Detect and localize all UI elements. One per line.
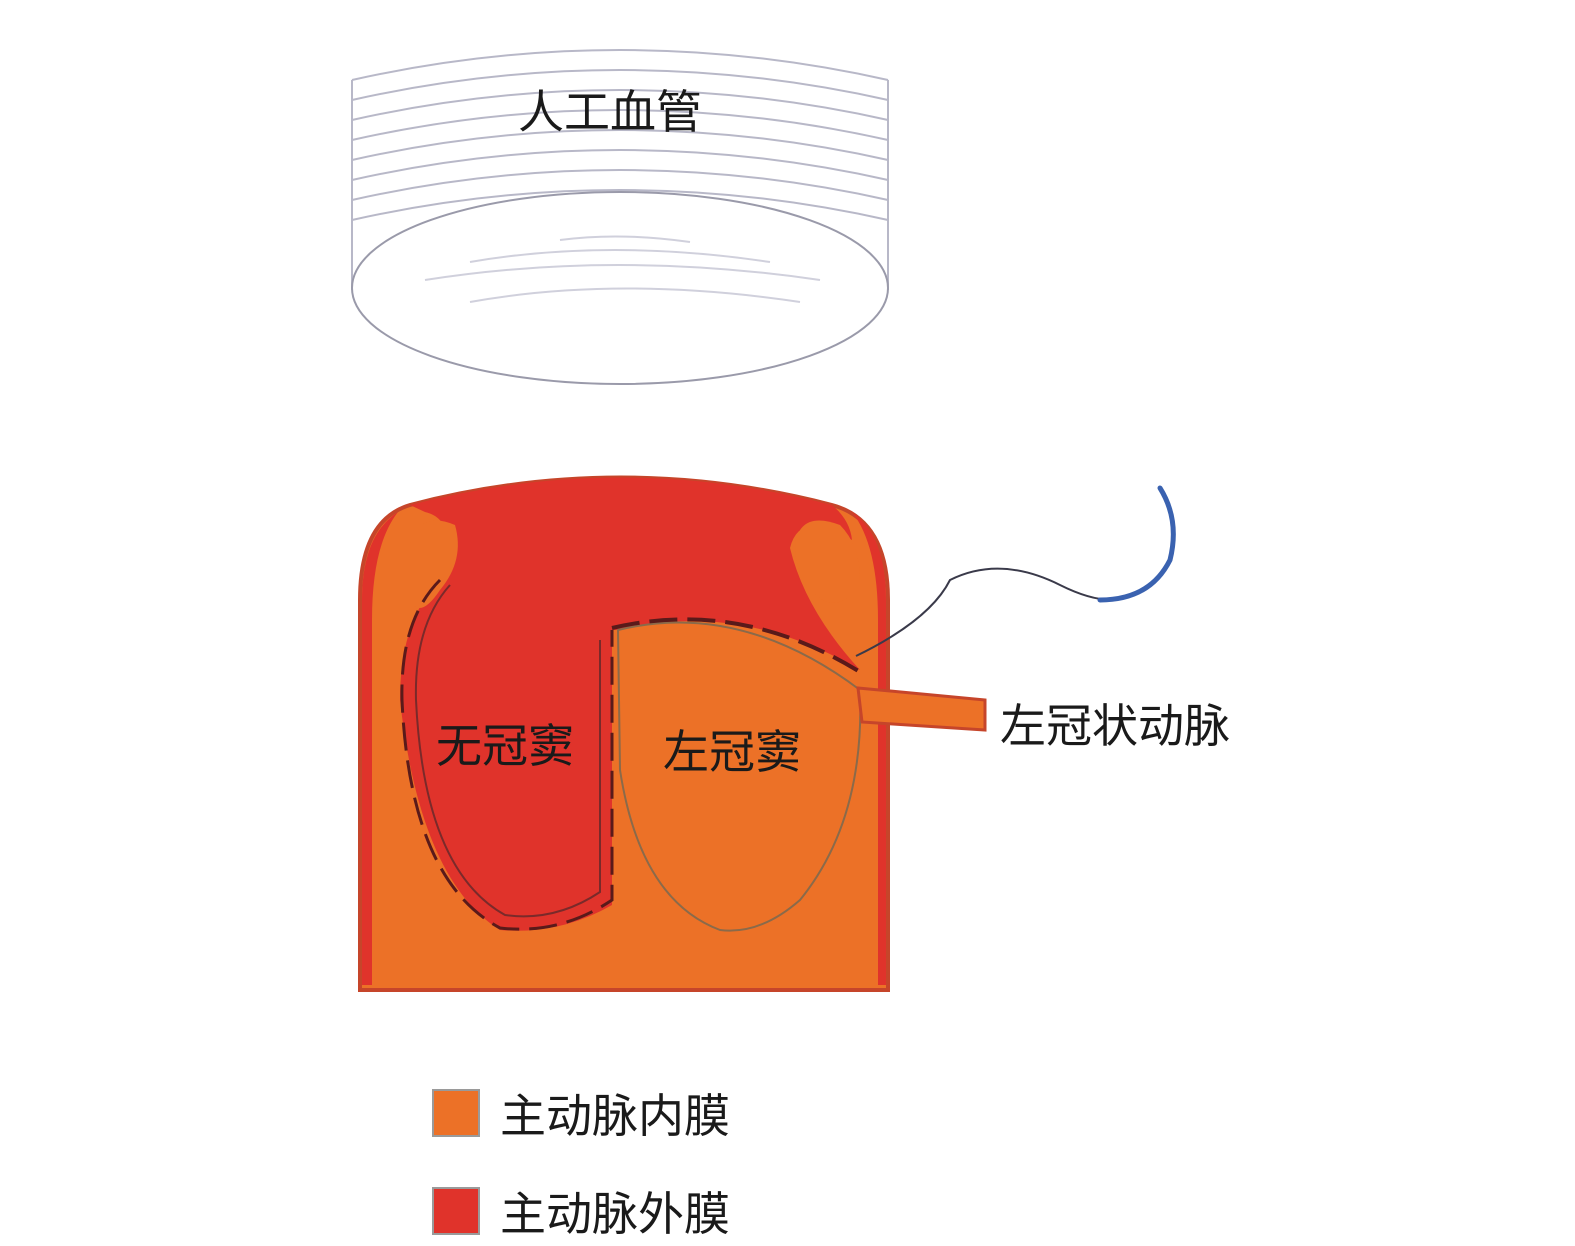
graft-label: 人工血管 bbox=[518, 85, 702, 139]
left-sinus-suture-line bbox=[611, 617, 862, 674]
artificial-graft bbox=[351, 49, 889, 385]
legend-item-intima: 主动脉内膜 bbox=[432, 1080, 730, 1146]
adventitia-top-band bbox=[400, 477, 860, 931]
left-coronary-sinus-label: 左冠窦 bbox=[663, 725, 801, 779]
left-coronary-artery-label: 左冠状动脉 bbox=[1000, 699, 1230, 753]
adventitia-left-edge bbox=[362, 512, 398, 985]
non-coronary-sinus-inner-line bbox=[414, 584, 601, 918]
adventitia-right-edge bbox=[852, 512, 886, 985]
legend-swatch-adventitia bbox=[432, 1187, 480, 1235]
suture-needle-icon bbox=[1097, 485, 1176, 603]
left-coronary-sinus bbox=[616, 621, 862, 932]
right-commissure bbox=[795, 520, 860, 603]
legend-item-adventitia: 主动脉外膜 bbox=[432, 1178, 730, 1244]
non-coronary-sinus-label: 无冠窦 bbox=[436, 719, 574, 773]
suture-thread bbox=[855, 567, 1126, 657]
legend-label-intima: 主动脉内膜 bbox=[500, 1089, 730, 1143]
left-coronary-artery-branch bbox=[856, 686, 987, 732]
left-commissure bbox=[410, 520, 458, 608]
legend-label-adventitia: 主动脉外膜 bbox=[500, 1187, 730, 1241]
non-coronary-sinus-outline bbox=[400, 578, 614, 931]
legend-swatch-intima bbox=[432, 1089, 480, 1137]
